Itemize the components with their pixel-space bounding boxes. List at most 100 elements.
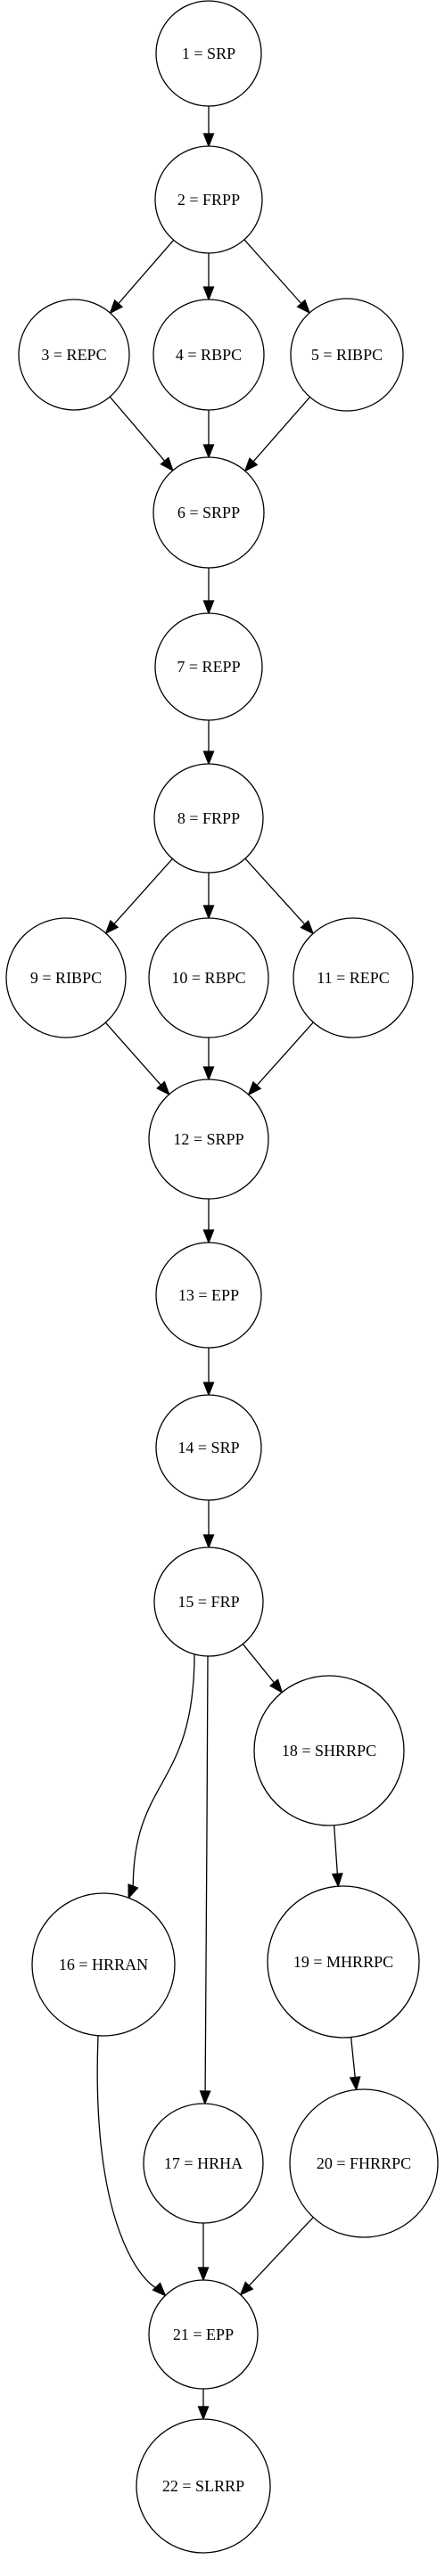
edge-n13-to-n14: [202, 1348, 215, 1397]
node-n5: 5 = RIBPC: [290, 298, 404, 412]
edge-n13-to-n14-arrowhead: [202, 1382, 215, 1397]
edge-n2-to-n4-arrowhead: [202, 286, 215, 301]
edges-layer: [96, 106, 361, 2421]
node-n16-circle: [31, 1892, 176, 2037]
node-n4: 4 = RBPC: [152, 299, 265, 411]
node-n6: 6 = SRPP: [152, 456, 265, 569]
edge-n2-to-n3-line: [118, 239, 175, 305]
edge-n7-to-n8-arrowhead: [202, 751, 215, 766]
node-n6-circle: [152, 456, 265, 569]
edge-n8-to-n10-arrowhead: [202, 905, 215, 920]
edge-n8-to-n10: [202, 873, 215, 920]
node-n14-label: 14 = SRP: [177, 1439, 239, 1456]
node-n19: 19 = MHRRPC: [267, 1885, 420, 2039]
node-n12-circle: [148, 1079, 269, 1200]
node-n13-circle: [155, 1242, 262, 1349]
edge-n21-to-n22-arrowhead: [197, 2406, 210, 2421]
node-n7-circle: [154, 612, 263, 721]
node-n13: 13 = EPP: [155, 1242, 262, 1349]
node-n9-label: 9 = RIBPC: [30, 969, 102, 987]
node-n20-label: 20 = FHRRPC: [317, 2154, 411, 2172]
edge-n18-to-n19-arrowhead: [331, 1873, 343, 1888]
edge-n19-to-n20-line: [350, 2037, 356, 2078]
edge-n20-to-n21: [239, 2217, 314, 2296]
edge-n20-to-n21-line: [248, 2217, 314, 2286]
node-n16: 16 = HRRAN: [31, 1892, 176, 2037]
edge-n17-to-n21: [197, 2223, 210, 2282]
edge-n9-to-n12-line: [104, 1021, 161, 1086]
edge-n5-to-n6: [243, 396, 310, 472]
edge-n9-to-n12-arrowhead: [156, 1080, 170, 1096]
node-n20: 20 = FHRRPC: [289, 2088, 439, 2238]
node-n11: 11 = REPC: [293, 917, 414, 1038]
node-n2-circle: [154, 145, 263, 254]
node-n8-circle: [153, 763, 264, 874]
edge-n19-to-n20: [349, 2037, 361, 2092]
edge-n2-to-n3-arrowhead: [109, 299, 124, 315]
edge-n3-to-n6-arrowhead: [160, 456, 174, 472]
node-n18-label: 18 = SHRRPC: [282, 1742, 376, 1760]
node-n7: 7 = REPP: [154, 612, 263, 721]
node-n4-label: 4 = RBPC: [176, 346, 242, 364]
edge-n15-to-n18-arrowhead: [268, 1678, 284, 1694]
node-n1-circle: [155, 0, 262, 107]
edge-n15-to-n18: [242, 1644, 284, 1694]
edge-n4-to-n6-arrowhead: [202, 444, 215, 459]
node-n17-label: 17 = HRHA: [164, 2154, 243, 2172]
edge-n8-to-n11: [244, 857, 315, 935]
node-n4-circle: [152, 299, 265, 411]
edge-n18-to-n19-line: [334, 1825, 338, 1875]
edge-n2-to-n3: [109, 239, 175, 315]
node-n11-circle: [293, 917, 414, 1038]
edge-n2-to-n4: [202, 253, 215, 301]
node-n17: 17 = HRHA: [143, 2103, 264, 2224]
edge-n16-to-n21-arrowhead: [152, 2282, 167, 2297]
node-n7-label: 7 = REPP: [177, 658, 240, 676]
edge-n1-to-n2-arrowhead: [202, 133, 215, 148]
node-n18: 18 = SHRRPC: [253, 1675, 405, 1826]
node-n21-circle: [148, 2279, 259, 2390]
node-n13-label: 13 = EPP: [178, 1286, 239, 1304]
edge-n15-to-n16: [128, 1653, 195, 1899]
edge-n20-to-n21-arrowhead: [239, 2281, 254, 2296]
edge-n19-to-n20-arrowhead: [349, 2076, 361, 2092]
node-n6-label: 6 = SRPP: [177, 504, 240, 521]
node-n22-circle: [136, 2418, 271, 2554]
edge-n12-to-n13-arrowhead: [202, 1229, 215, 1244]
node-n19-circle: [267, 1885, 420, 2039]
node-n20-circle: [289, 2088, 439, 2238]
edge-n6-to-n7-arrowhead: [202, 600, 215, 615]
node-n10-label: 10 = RBPC: [171, 969, 245, 987]
node-n16-label: 16 = HRRAN: [59, 1956, 148, 1973]
edge-n12-to-n13: [202, 1199, 215, 1244]
edge-n10-to-n12-arrowhead: [202, 1066, 215, 1081]
node-n12-label: 12 = SRPP: [173, 1130, 243, 1148]
edge-n21-to-n22: [197, 2389, 210, 2421]
edge-n15-to-n16-arrowhead: [128, 1883, 139, 1899]
node-n1-label: 1 = SRP: [182, 45, 235, 62]
node-n21-label: 21 = EPP: [173, 2326, 234, 2343]
node-n9: 9 = RIBPC: [5, 917, 127, 1038]
edge-n14-to-n15-arrowhead: [202, 1534, 215, 1549]
edge-n2-to-n5: [243, 239, 311, 315]
node-n14: 14 = SRP: [155, 1394, 262, 1501]
edge-n8-to-n11-line: [244, 857, 306, 925]
node-n14-circle: [155, 1394, 262, 1501]
node-n15-circle: [153, 1546, 264, 1657]
node-n8-label: 8 = FRPP: [177, 809, 240, 827]
edge-n11-to-n12-line: [256, 1021, 314, 1087]
edge-n11-to-n12: [247, 1021, 314, 1096]
node-n22-label: 22 = SLRRP: [162, 2477, 244, 2495]
edge-n3-to-n6-line: [109, 396, 166, 462]
edge-n10-to-n12: [202, 1038, 215, 1081]
node-n10-circle: [148, 917, 269, 1038]
node-n9-circle: [5, 917, 127, 1038]
edge-n6-to-n7: [202, 568, 215, 615]
edge-n16-to-n21: [96, 2035, 167, 2297]
node-n12: 12 = SRPP: [148, 1079, 269, 1200]
edge-n15-to-n17: [199, 1655, 211, 2105]
edge-n18-to-n19: [331, 1825, 343, 1888]
edge-n15-to-n17-arrowhead: [199, 2090, 211, 2105]
node-n5-circle: [290, 298, 404, 412]
